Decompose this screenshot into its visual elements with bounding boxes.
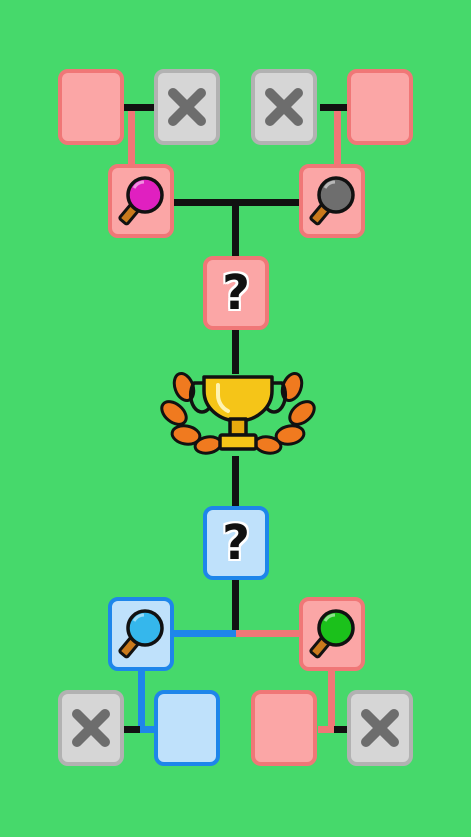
unknown-player-label: ? <box>222 515 250 571</box>
slot-bottom-left-inner[interactable] <box>154 690 220 766</box>
connector-bottom-vertical <box>232 580 239 632</box>
connector-bottom-horizontal-right <box>236 630 302 637</box>
connector-top-vertical <box>232 206 239 256</box>
ping-pong-paddle-icon <box>118 176 164 226</box>
connector-top-left-outer <box>124 104 156 111</box>
player-bottom-left[interactable] <box>108 597 174 671</box>
connector-top-left-vert <box>128 111 135 165</box>
connector-bottom-left-outer <box>124 726 140 733</box>
slot-bottom-right-inner[interactable] <box>251 690 317 766</box>
connector-trophy-semi-bottom <box>232 456 239 508</box>
connector-bottom-left-vert <box>138 670 145 730</box>
slot-top-left-inner[interactable] <box>154 69 220 145</box>
connector-top-horizontal <box>174 199 300 206</box>
semifinal-bottom[interactable]: ? <box>203 506 269 580</box>
trophy-icon <box>160 371 316 455</box>
slot-bottom-right-outer[interactable] <box>347 690 413 766</box>
x-icon <box>265 88 303 126</box>
connector-bottom-right-vert <box>328 670 335 730</box>
connector-bottom-left-inner <box>138 726 160 733</box>
ping-pong-paddle-icon <box>309 176 355 226</box>
connector-top-right-outer <box>320 104 352 111</box>
player-bottom-right[interactable] <box>299 597 365 671</box>
player-top-right[interactable] <box>299 164 365 238</box>
connector-bottom-right-outer <box>334 726 350 733</box>
connector-semi-top-trophy <box>232 330 239 374</box>
x-icon <box>72 709 110 747</box>
x-icon <box>361 709 399 747</box>
player-top-left[interactable] <box>108 164 174 238</box>
connector-bottom-right-inner <box>318 726 334 733</box>
semifinal-top[interactable]: ? <box>203 256 269 330</box>
x-icon <box>168 88 206 126</box>
unknown-player-label: ? <box>222 265 250 321</box>
slot-top-right-outer[interactable] <box>347 69 413 145</box>
slot-top-right-inner[interactable] <box>251 69 317 145</box>
slot-top-left-outer[interactable] <box>58 69 124 145</box>
ping-pong-paddle-icon <box>118 609 164 659</box>
ping-pong-paddle-icon <box>309 609 355 659</box>
slot-bottom-left-outer[interactable] <box>58 690 124 766</box>
connector-top-right-vert <box>334 111 341 165</box>
connector-bottom-horizontal-left <box>174 630 236 637</box>
